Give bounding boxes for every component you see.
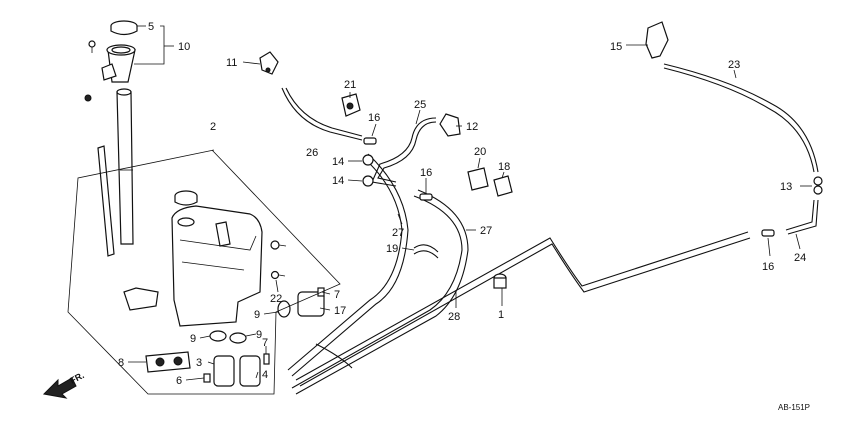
mounting-bracket [123, 287, 159, 311]
hose-25 [371, 117, 437, 187]
nozzle-15 [645, 21, 669, 59]
callout-9-right: 9 [254, 309, 260, 321]
callout-12: 12 [466, 121, 478, 133]
callout-10: 10 [178, 41, 190, 53]
callout-22: 22 [270, 293, 282, 305]
nozzle-11 [259, 51, 279, 75]
hose-23 [663, 63, 819, 173]
callout-7-lower: 7 [262, 337, 268, 349]
filler-cap [110, 20, 138, 36]
callout-17: 17 [334, 305, 346, 317]
callout-16-right: 16 [762, 261, 774, 273]
callout-27-left: 27 [392, 227, 404, 239]
connectors-16 [363, 137, 775, 237]
clamp-18 [493, 175, 513, 197]
callout-1: 1 [498, 309, 504, 321]
callout-labels: 1 2 3 4 5 6 7 7 8 9 9 9 10 11 12 13 14 1… [118, 21, 806, 387]
rubber-strip [97, 145, 115, 257]
front-marker-label: FR. [68, 370, 85, 386]
nozzle-12 [439, 113, 461, 137]
callout-14-lower: 14 [332, 175, 344, 187]
callout-18: 18 [498, 161, 510, 173]
callout-7-upper: 7 [334, 289, 340, 301]
callout-21: 21 [344, 79, 356, 91]
callout-13: 13 [780, 181, 792, 193]
callout-16-upper: 16 [368, 112, 380, 124]
callout-4: 4 [262, 369, 268, 381]
callout-24: 24 [794, 252, 806, 264]
small-screw [84, 40, 96, 102]
joints-14 [362, 154, 374, 187]
callout-9-middle: 9 [256, 329, 262, 341]
clip-19 [413, 244, 439, 259]
washer-pumps [203, 287, 325, 387]
callout-19: 19 [386, 243, 398, 255]
hose-24 [785, 199, 819, 235]
reservoir-tank [171, 190, 263, 327]
hose-27-28 [287, 153, 751, 395]
callout-15: 15 [610, 41, 622, 53]
callout-23: 23 [728, 59, 740, 71]
callout-27-right: 27 [480, 225, 492, 237]
callout-3: 3 [196, 357, 202, 369]
callout-6: 6 [176, 375, 182, 387]
group-outline [67, 149, 341, 395]
check-valve-20 [467, 167, 489, 191]
callout-14-upper: 14 [332, 156, 344, 168]
grommet-1 [493, 273, 507, 289]
pump-seal-plate [145, 351, 191, 373]
callout-28: 28 [448, 311, 460, 323]
callout-16-middle: 16 [420, 167, 432, 179]
callout-9-left: 9 [190, 333, 196, 345]
callout-25: 25 [414, 99, 426, 111]
callout-2: 2 [210, 121, 216, 133]
front-arrow-icon [42, 377, 77, 399]
drawing-code: AB-151P [778, 403, 810, 412]
callout-8: 8 [118, 357, 124, 369]
hose-26 [281, 87, 363, 141]
callout-11: 11 [226, 57, 237, 69]
filler-neck [101, 44, 136, 83]
filler-pipe [116, 88, 134, 245]
callout-5: 5 [148, 21, 154, 33]
leader-lines [128, 25, 812, 381]
valve-21 [341, 93, 361, 117]
joint-13 [813, 176, 823, 195]
callout-26: 26 [306, 147, 318, 159]
bolts [270, 240, 287, 280]
callout-20: 20 [474, 146, 486, 158]
